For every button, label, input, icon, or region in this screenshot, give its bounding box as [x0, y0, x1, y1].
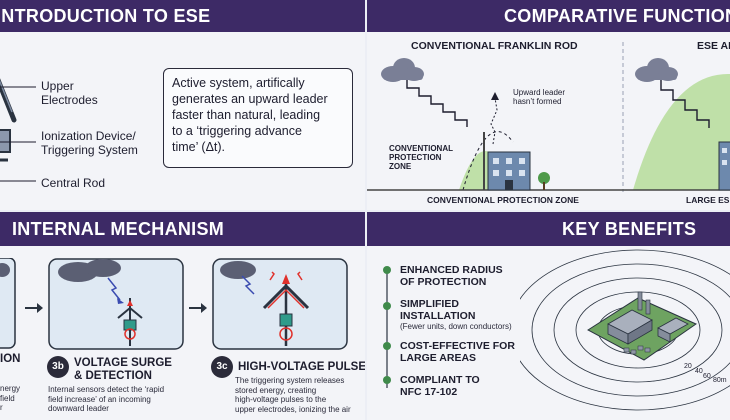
- step-3c-illustration: [212, 258, 348, 350]
- comparative-illustration: [367, 42, 730, 192]
- conventional-zone-label: CONVENTIONAL PROTECTION ZONE: [389, 144, 453, 171]
- ese-zone-caption: LARGE ESE: [686, 195, 730, 205]
- step-3b-title: VOLTAGE SURGE & DETECTION: [74, 357, 172, 382]
- label-upper-electrodes: Upper Electrodes: [41, 79, 98, 107]
- conventional-zone-caption: CONVENTIONAL PROTECTION ZONE: [427, 195, 579, 205]
- comparative-panel: COMPARATIVE FUNCTION: [367, 0, 730, 210]
- leader-line-ionization: [0, 141, 36, 143]
- ese-heading: ESE AI: [697, 40, 730, 52]
- intro-description-box: Active system, artifically generates an …: [163, 68, 353, 168]
- benefits-header: KEY BENEFITS: [367, 212, 730, 246]
- step-3c-description: The triggering system releases stored en…: [235, 376, 351, 414]
- comparative-header: COMPARATIVE FUNCTION: [367, 0, 730, 32]
- ring-label: 20: [684, 363, 692, 370]
- benefit-item: ENHANCED RADIUS OF PROTECTION: [400, 264, 503, 288]
- comparative-title: COMPARATIVE FUNCTION: [504, 6, 730, 26]
- arrow-icon: [189, 303, 207, 313]
- leader-line-rod: [0, 180, 36, 182]
- mechanism-panel: INTERNAL MECHANISM ION nergy field r: [0, 212, 365, 420]
- description-line: to a ‘triggering advance: [172, 124, 302, 138]
- ring-label: 60: [703, 373, 711, 380]
- ring-label: 40: [695, 368, 703, 375]
- building-icon: [487, 151, 531, 191]
- mechanism-header: INTERNAL MECHANISM: [0, 212, 365, 246]
- step-3a-description: nergy field r: [0, 384, 21, 412]
- intro-panel: INTRODUCTION TO ESE Upper Electrodes Ion…: [0, 0, 365, 210]
- step-3a-illustration: [0, 258, 16, 349]
- benefits-title: KEY BENEFITS: [562, 219, 697, 239]
- description-line: generates an upward leader: [172, 92, 328, 106]
- arrow-icon: [25, 303, 43, 313]
- benefits-panel: KEY BENEFITS ENHANCED RADIUS OF PROTECTI…: [367, 212, 730, 420]
- cloud-icon: [381, 58, 424, 82]
- ese-rod-illustration: [0, 78, 17, 162]
- mechanism-title: INTERNAL MECHANISM: [12, 219, 225, 239]
- intro-title: INTRODUCTION TO ESE: [0, 6, 211, 26]
- intro-header: INTRODUCTION TO ESE: [0, 0, 365, 32]
- description-line: faster than natural, leading: [172, 108, 321, 122]
- description-line: time’ (Δt).: [172, 140, 226, 154]
- ring-label: 80m: [713, 377, 727, 384]
- step-3c-title: HIGH-VOLTAGE PULSE: [238, 361, 365, 373]
- benefits-timeline: [383, 266, 391, 388]
- cloud-icon: [635, 58, 678, 82]
- leader-line-upper: [0, 86, 36, 88]
- label-ionization-device: Ionization Device/ Triggering System: [41, 129, 138, 157]
- protection-radius-illustration: [520, 249, 730, 411]
- step-3b-illustration: [48, 258, 184, 350]
- step-3a-title: ION: [0, 353, 21, 365]
- label-central-rod: Central Rod: [41, 176, 106, 190]
- conventional-heading: CONVENTIONAL FRANKLIN ROD: [411, 40, 578, 52]
- benefit-item: SIMPLIFIED INSTALLATION (Fewer units, do…: [400, 298, 512, 331]
- upward-leader-annotation: Upward leader hasn’t formed: [513, 88, 566, 106]
- step-3b-badge: 3b: [47, 356, 69, 378]
- step-3b-description: Internal sensors detect the ‘rapid field…: [48, 385, 165, 413]
- benefit-item: COMPLIANT TO NFC 17-102: [400, 374, 480, 398]
- step-3c-badge: 3c: [211, 356, 233, 378]
- description-line: Active system, artifically: [172, 76, 305, 90]
- benefit-item: COST-EFFECTIVE FOR LARGE AREAS: [400, 340, 515, 364]
